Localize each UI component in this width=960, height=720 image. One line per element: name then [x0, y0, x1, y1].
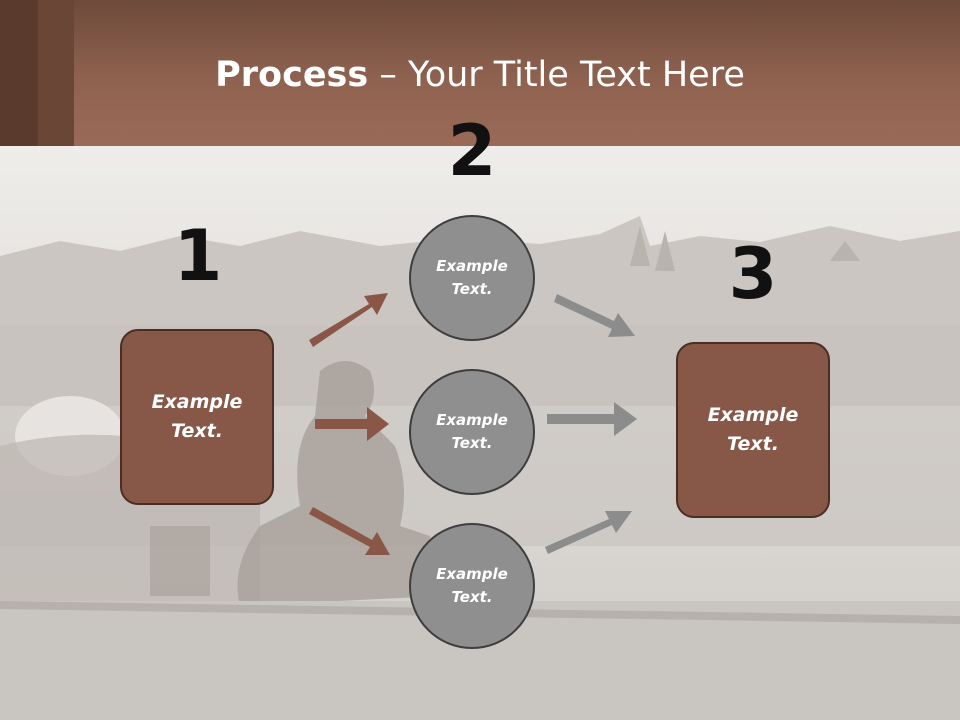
arrow-right-down-icon — [554, 294, 635, 337]
step-number-2: 2 — [447, 110, 497, 192]
title-rest: – Your Title Text Here — [368, 55, 745, 95]
box-label-line1: Example — [151, 391, 243, 413]
arrow-right-icon — [315, 407, 389, 441]
arrow-right-up-icon — [309, 293, 388, 347]
circle-label-line2: Text. — [451, 280, 493, 298]
box-label-line2: Text. — [727, 433, 779, 455]
decorative-stripe — [0, 0, 38, 146]
arrow-right-icon — [547, 402, 637, 436]
step-number-3: 3 — [728, 233, 778, 315]
title-bold: Process — [215, 55, 369, 95]
arrow-right-up-icon — [545, 511, 632, 554]
circle-label-line2: Text. — [451, 588, 493, 606]
circle-label-line2: Text. — [451, 434, 493, 452]
arrow-right-down-icon — [309, 507, 390, 555]
circle-label-line1: Example — [436, 565, 508, 583]
box-label-line1: Example — [707, 404, 799, 426]
step-number-1: 1 — [173, 215, 223, 297]
circle-label-line1: Example — [436, 411, 508, 429]
title-bar: Process – Your Title Text Here — [0, 0, 960, 146]
page-title: Process – Your Title Text Here — [0, 52, 960, 98]
box-label-line2: Text. — [171, 420, 223, 442]
circle-label-line1: Example — [436, 257, 508, 275]
decorative-stripe — [38, 0, 74, 146]
